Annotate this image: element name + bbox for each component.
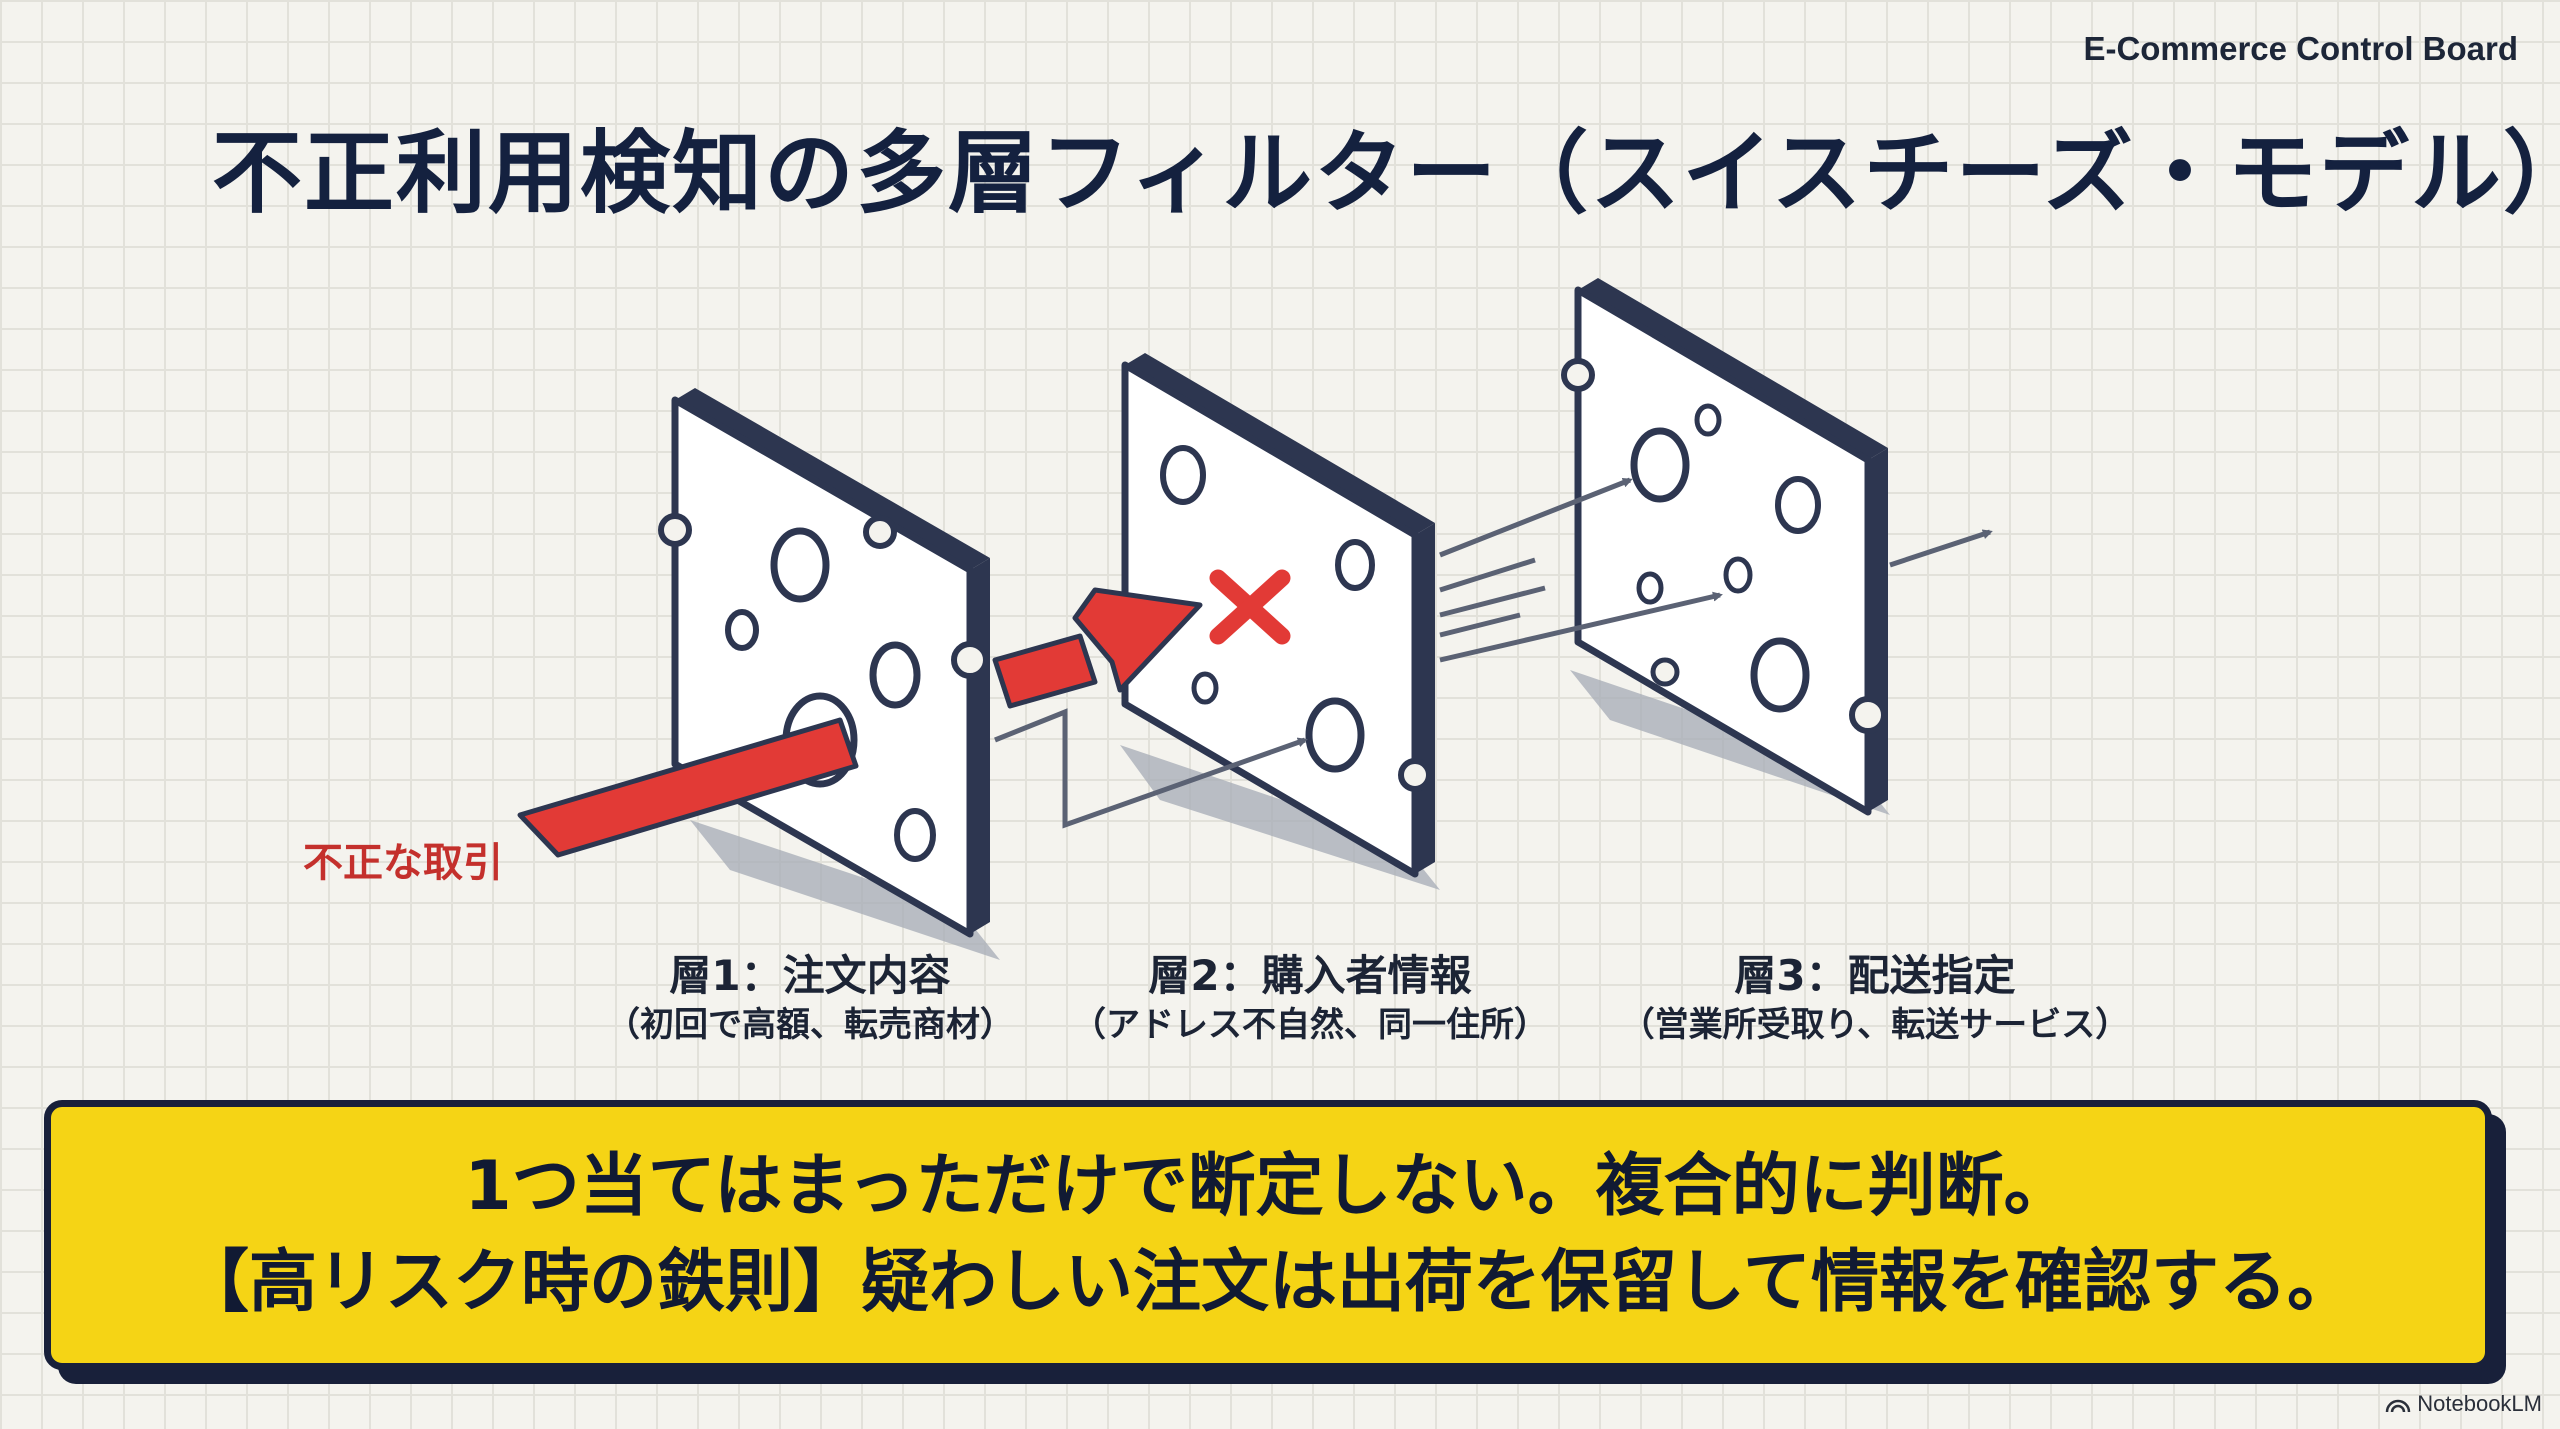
fraud-arrow — [517, 587, 1203, 858]
banner-line-1: 1つ当てはまっただけで断定しない。複合的に判断。 — [464, 1147, 2072, 1226]
layer-1-name: 層1：注文内容 — [669, 951, 951, 1000]
slice-1-shadow — [690, 820, 1000, 960]
notebooklm-logo-icon — [2386, 1399, 2411, 1413]
brand-label: E-Commerce Control Board — [2083, 30, 2518, 67]
watermark-text: NotebookLM — [2417, 1391, 2542, 1416]
layer-2-name: 層2：購入者情報 — [1148, 951, 1472, 1000]
notebooklm-watermark: NotebookLM — [2385, 1391, 2542, 1417]
deflected-paths — [994, 477, 1993, 829]
layer-3-desc: （営業所受取り、転送サービス） — [1620, 1005, 2130, 1045]
layer-1-caption: 層1：注文内容 （初回で高額、転売商材） — [500, 950, 1120, 1048]
page-title: 不正利用検知の多層フィルター（スイスチーズ・モデル） — [212, 121, 2560, 226]
swiss-cheese-diagram: 不正な取引 — [303, 278, 1993, 960]
cheese-slice-2 — [1121, 353, 1435, 878]
banner-line-2: 【高リスク時の鉄則】疑わしい注文は出荷を保留して情報を確認する。 — [181, 1243, 2355, 1322]
cheese-slice-1 — [658, 388, 990, 938]
layer-3-name: 層3：配送指定 — [1734, 951, 2016, 1000]
blocked-x-icon — [1209, 569, 1291, 645]
key-message-banner: 1つ当てはまっただけで断定しない。複合的に判断。 【高リスク時の鉄則】疑わしい注… — [44, 1100, 2492, 1370]
layer-1-desc: （初回で高額、転売商材） — [606, 1005, 1014, 1045]
layer-3-caption: 層3：配送指定 （営業所受取り、転送サービス） — [1565, 950, 2185, 1048]
layer-2-desc: （アドレス不自然、同一住所） — [1072, 1005, 1548, 1045]
fraud-label: 不正な取引 — [303, 840, 503, 886]
layer-2-caption: 層2：購入者情報 （アドレス不自然、同一住所） — [1000, 950, 1620, 1048]
slice-2-shadow — [1120, 745, 1440, 890]
cheese-slice-3 — [1561, 278, 1888, 816]
